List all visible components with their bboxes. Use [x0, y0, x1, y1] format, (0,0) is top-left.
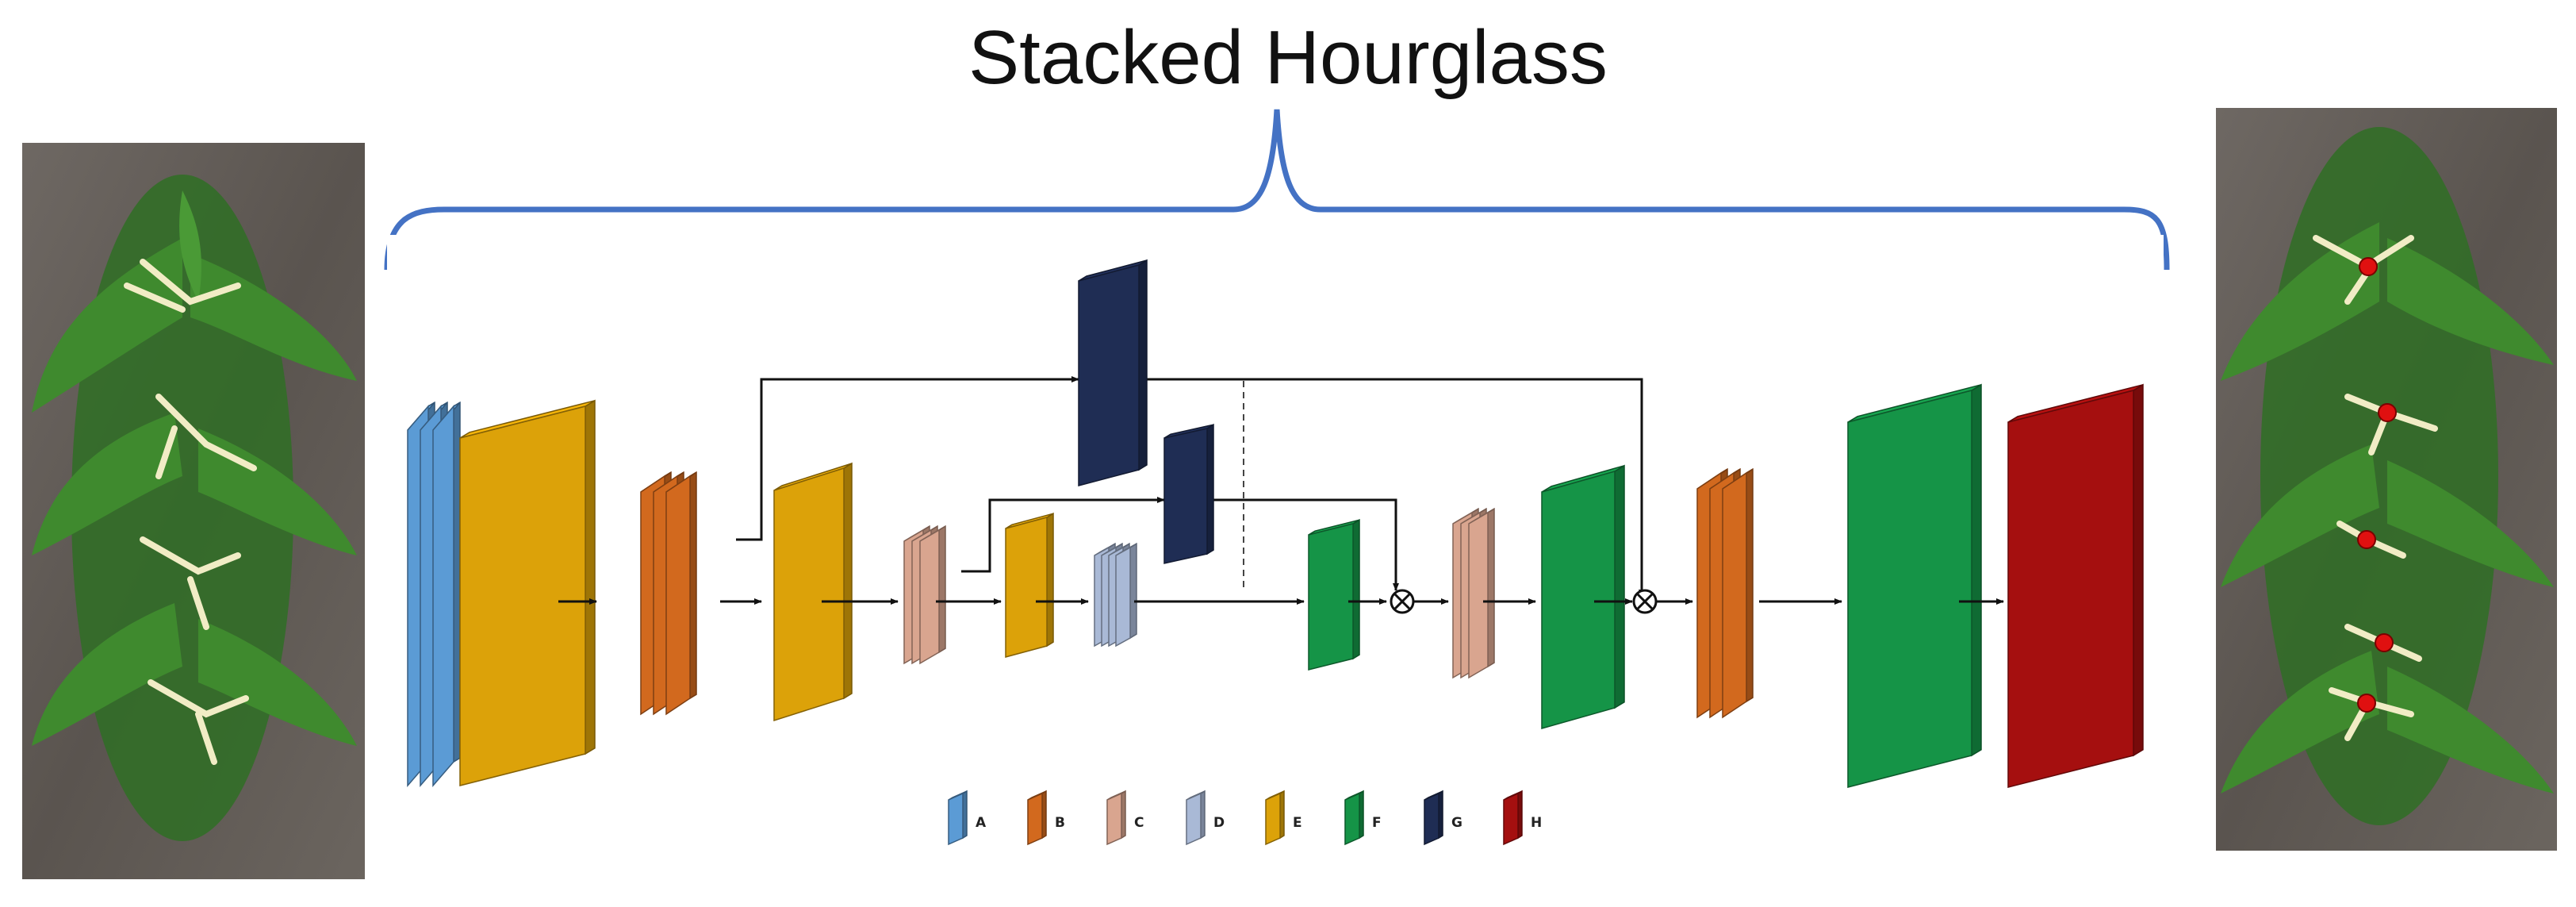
output-keypoint-photo [2216, 108, 2557, 851]
block-d-1-layer-4 [1115, 542, 1137, 648]
skip-top-return [1139, 378, 1645, 598]
legend-item-e: E [1265, 790, 1302, 846]
legend-swatch-e [1265, 790, 1285, 846]
legend-swatch-g [1424, 790, 1443, 846]
legend-item-h: H [1503, 790, 1542, 846]
block-a-input [407, 401, 461, 788]
flow-arrows [558, 589, 2004, 614]
merge-node-1 [1390, 589, 1415, 614]
legend-label-d: D [1213, 815, 1225, 831]
block-c-2-layer-3 [1468, 507, 1495, 679]
skip-connections [736, 376, 1645, 598]
block-b-2 [1696, 467, 1754, 719]
legend-item-d: D [1186, 790, 1225, 846]
skip-top-path [736, 376, 1079, 541]
input-maize-photo [22, 143, 365, 879]
legend-swatch-h [1503, 790, 1523, 846]
hourglass-network-diagram: A B C D E F G H [387, 235, 2164, 873]
legend-label-a: A [976, 815, 987, 831]
block-a-input-layer-3 [432, 401, 461, 788]
block-b-2-layer-3 [1722, 467, 1754, 719]
legend-item-f: F [1344, 790, 1382, 846]
block-c-1 [903, 525, 946, 665]
legend-item-a: A [948, 790, 987, 846]
diagram-title: Stacked Hourglass [968, 15, 1608, 100]
block-e-2 [1005, 512, 1054, 658]
keypoint-3 [2357, 530, 2376, 549]
block-c-1-layer-3 [919, 525, 946, 665]
legend-item-b: B [1027, 790, 1065, 846]
layer-legend: A B C D E F G H [948, 790, 1542, 846]
block-g-top [1078, 259, 1148, 486]
block-d-1 [1094, 542, 1137, 648]
stacked-hourglass-brace [384, 109, 2170, 271]
keypoint-2 [2378, 403, 2397, 422]
legend-label-g: G [1451, 815, 1462, 831]
keypoint-5 [2357, 694, 2376, 713]
legend-swatch-a [948, 790, 968, 846]
block-f-out [1847, 383, 1982, 788]
legend-label-h: H [1531, 815, 1542, 831]
layer-blocks [407, 259, 2144, 788]
legend-item-c: C [1106, 790, 1144, 846]
legend-label-b: B [1055, 815, 1065, 831]
block-e-input [459, 399, 596, 786]
skip-mid-path [961, 497, 1165, 573]
legend-swatch-f [1344, 790, 1364, 846]
legend-swatch-d [1186, 790, 1206, 846]
block-g-mid [1163, 423, 1214, 564]
legend-swatch-c [1106, 790, 1126, 846]
block-c-2 [1452, 507, 1495, 679]
legend-label-e: E [1293, 815, 1302, 831]
legend-label-f: F [1372, 815, 1382, 831]
block-f-1 [1308, 518, 1360, 671]
legend-item-g: G [1424, 790, 1462, 846]
block-f-2 [1541, 464, 1625, 729]
keypoint-1 [2359, 257, 2378, 276]
block-b-1 [640, 471, 697, 716]
keypoint-4 [2375, 633, 2394, 652]
block-h-out [2007, 383, 2144, 788]
block-e-1 [773, 462, 853, 722]
legend-swatch-b [1027, 790, 1047, 846]
skip-mid-return [1207, 498, 1399, 591]
legend-label-c: C [1134, 815, 1144, 831]
block-b-1-layer-3 [665, 471, 697, 716]
merge-node-2 [1632, 589, 1658, 614]
